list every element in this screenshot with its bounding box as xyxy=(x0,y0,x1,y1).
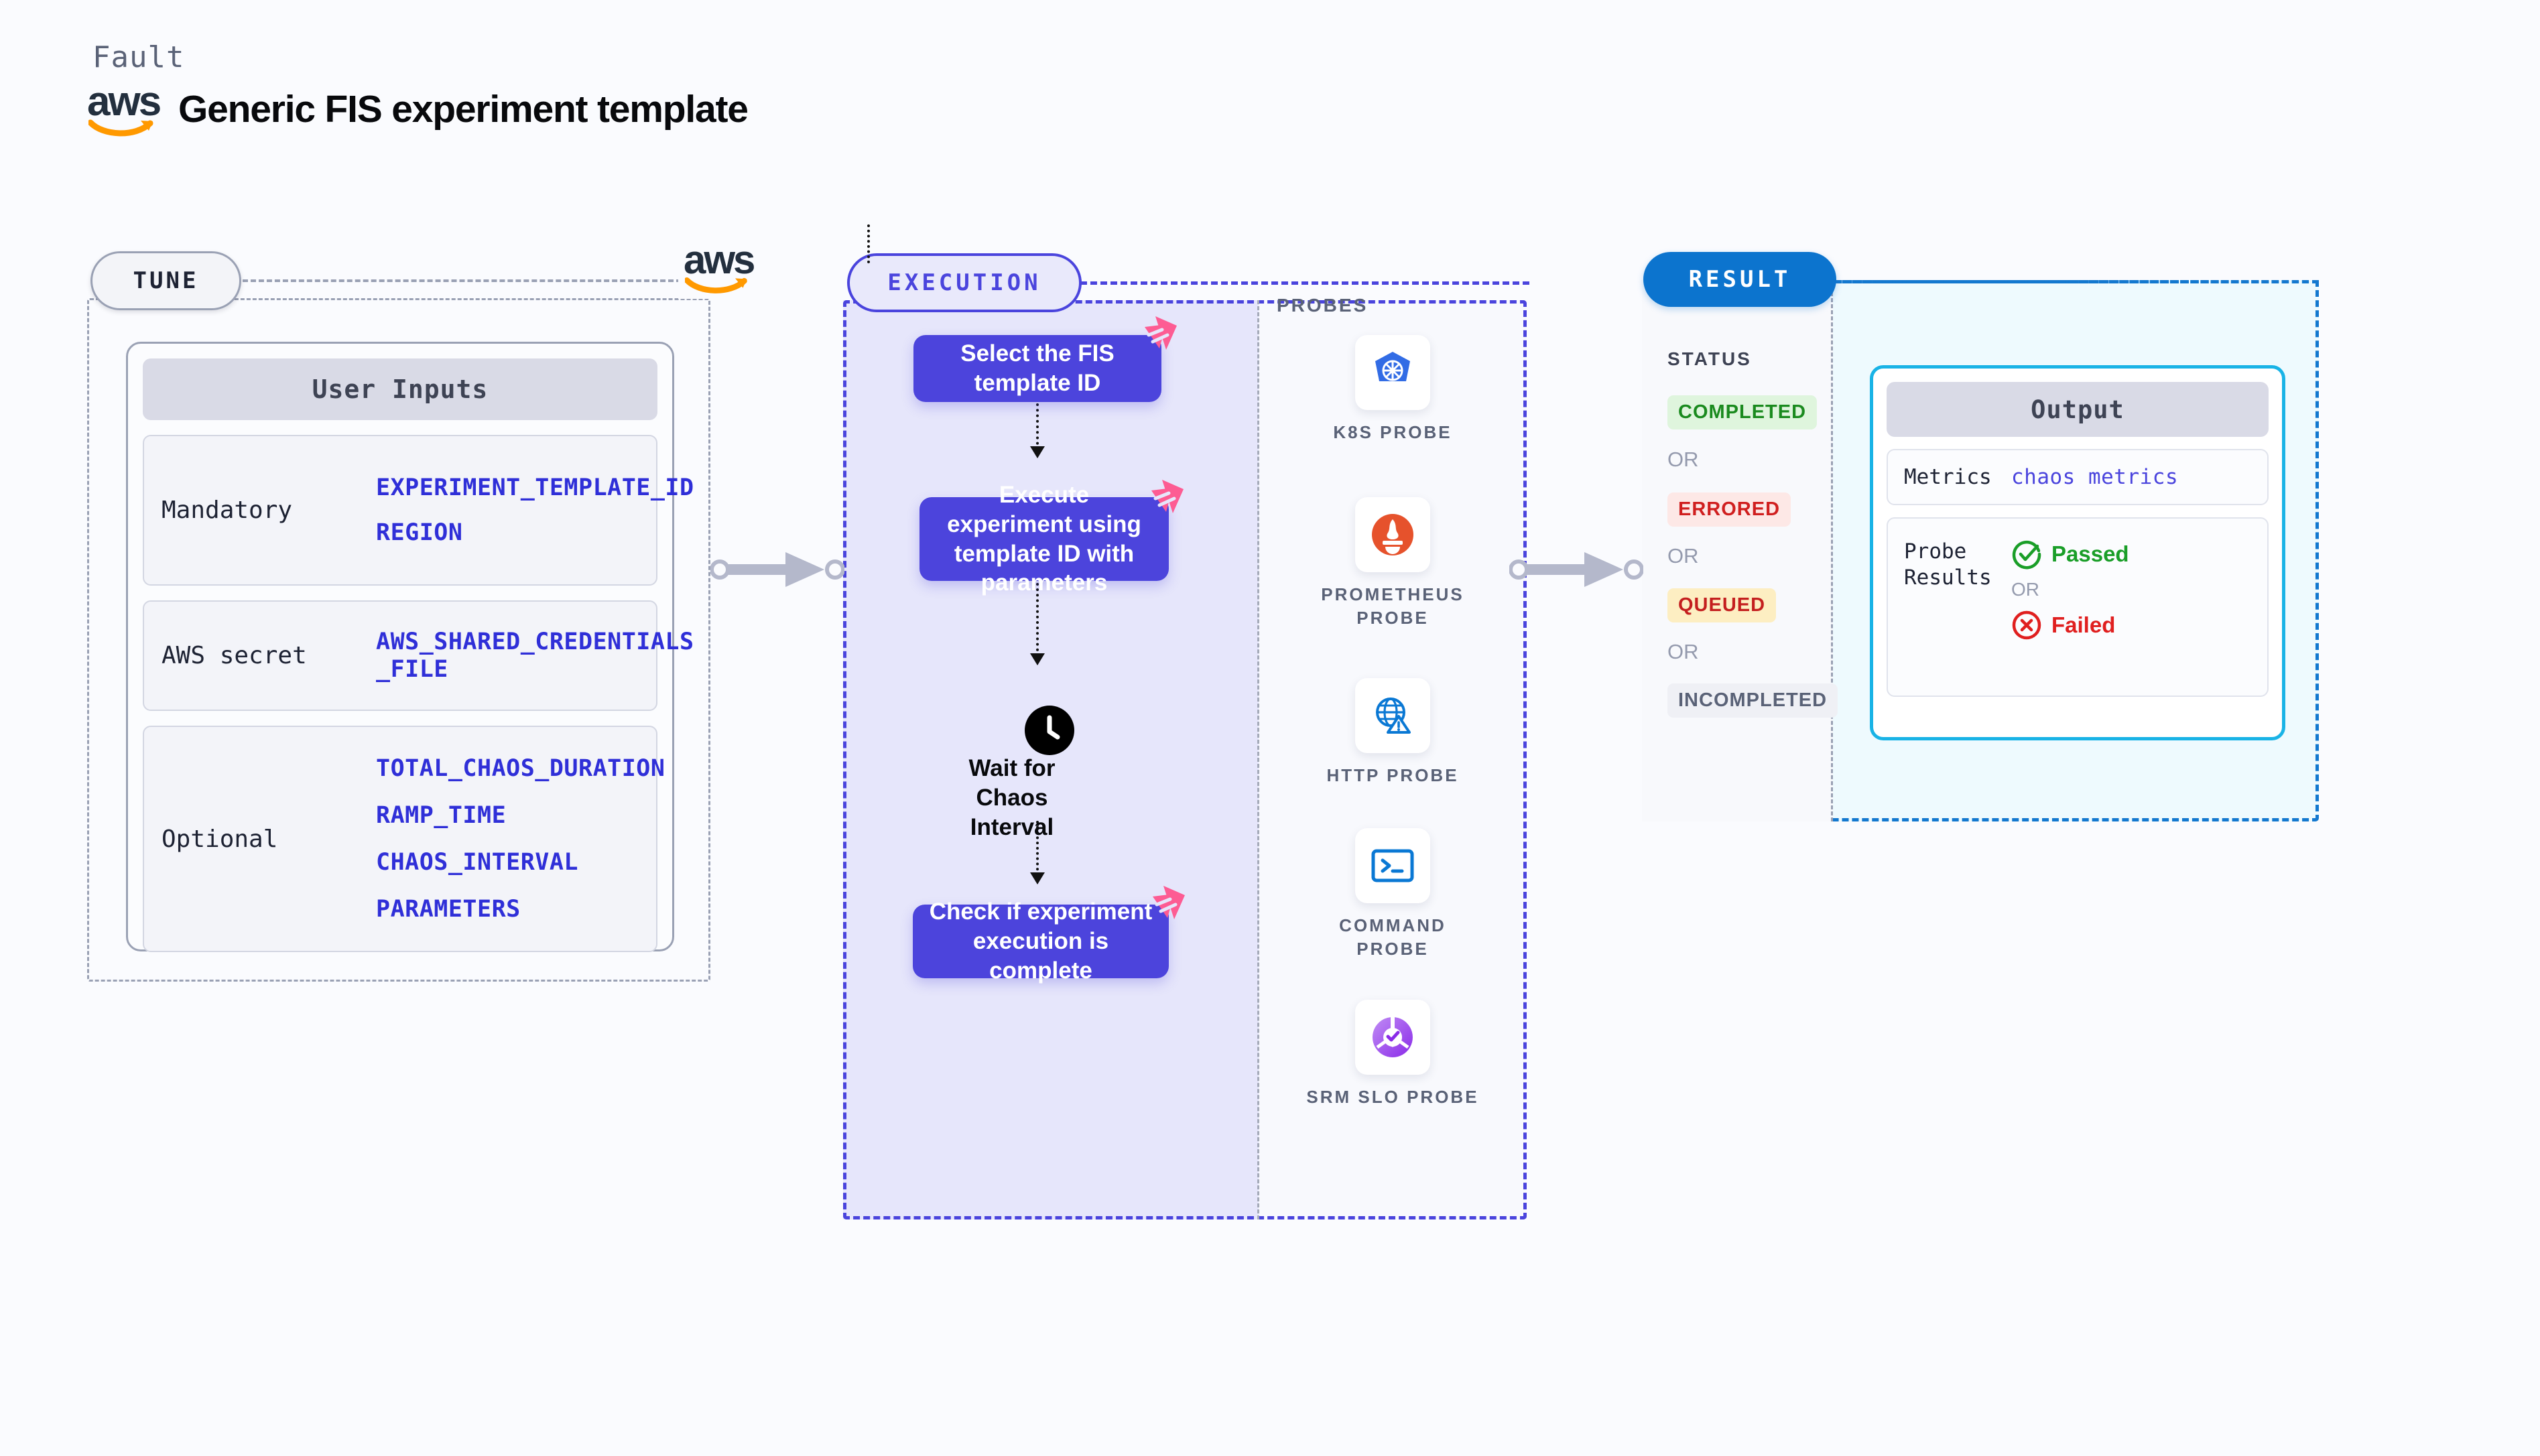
probe-or-label: OR xyxy=(2011,579,2039,600)
var-aws-shared-credentials-file: AWS_SHARED_CREDENTIALS _FILE xyxy=(376,628,694,683)
srm-slo-icon xyxy=(1372,1016,1413,1057)
flow-arrow-1-head xyxy=(1030,446,1045,458)
connector-execution-to-result xyxy=(1509,552,1643,587)
flow-arrow-3 xyxy=(1036,821,1039,876)
probe-prometheus[interactable]: PROMETHEUS PROBE xyxy=(1306,497,1480,630)
aws-smile-icon xyxy=(88,119,153,137)
probe-result-failed: Failed xyxy=(2011,610,2129,641)
probe-result-passed: Passed xyxy=(2011,539,2129,570)
metrics-label: Metrics xyxy=(1904,464,1992,489)
execution-panel xyxy=(843,300,1527,1219)
metrics-row: Metrics chaos metrics xyxy=(1887,449,2269,505)
probe-name-prometheus: PROMETHEUS PROBE xyxy=(1321,584,1464,628)
flow-step-execute-experiment[interactable]: Execute experiment using template ID wit… xyxy=(919,482,1169,596)
aws-secret-row: AWS secret AWS_SHARED_CREDENTIALS _FILE xyxy=(143,600,694,711)
probe-name-k8s: K8S PROBE xyxy=(1333,422,1452,442)
result-badge[interactable]: RESULT xyxy=(1643,252,1836,307)
result-connector-dash xyxy=(1835,280,2319,283)
probe-results-label: Probe Results xyxy=(1904,539,1992,590)
or-label-1: OR xyxy=(1667,448,1699,471)
var-ramp-time: RAMP_TIME xyxy=(376,801,507,829)
aws-mark-icon: aws xyxy=(678,237,759,299)
flow-arrow-2 xyxy=(1036,583,1039,657)
tune-connector-dash xyxy=(243,279,682,282)
aws-logo: aws xyxy=(87,78,162,137)
page-title: Generic FIS experiment template xyxy=(178,88,749,131)
harness-badge-icon xyxy=(1145,316,1177,350)
aws-secret-label: AWS secret xyxy=(162,642,307,669)
probe-tile-k8s xyxy=(1355,335,1430,410)
harness-badge-icon-2 xyxy=(1151,480,1184,513)
probe-command[interactable]: COMMAND PROBE xyxy=(1306,828,1480,961)
var-experiment-template-id: EXPERIMENT_TEMPLATE_ID xyxy=(376,474,694,502)
metrics-value: chaos metrics xyxy=(2011,465,2179,489)
execution-tick-mark xyxy=(867,224,870,263)
tune-badge[interactable]: TUNE xyxy=(90,251,241,310)
output-card: Output Metrics chaos metrics Probe Resul… xyxy=(1870,365,2285,740)
page-header: Fault aws Generic FIS experiment templat… xyxy=(87,40,749,137)
probe-tile-http xyxy=(1355,678,1430,753)
probe-http[interactable]: HTTP PROBE xyxy=(1306,678,1480,787)
user-inputs-title: User Inputs xyxy=(143,358,657,420)
var-region: REGION xyxy=(376,519,463,546)
http-globe-icon xyxy=(1376,698,1411,734)
probe-name-srm-slo: SRM SLO PROBE xyxy=(1306,1087,1479,1107)
flow-arrow-1 xyxy=(1036,403,1039,450)
prometheus-icon xyxy=(1372,514,1413,555)
execution-divider xyxy=(1257,300,1259,1219)
mandatory-row: Mandatory EXPERIMENT_TEMPLATE_ID REGION xyxy=(143,435,694,586)
output-title: Output xyxy=(1887,382,2269,437)
status-label: STATUS xyxy=(1667,348,1752,369)
fault-label: Fault xyxy=(92,40,185,74)
optional-label: Optional xyxy=(162,825,278,853)
or-label-3: OR xyxy=(1667,640,1699,663)
user-inputs-card: User Inputs Mandatory EXPERIMENT_TEMPLAT… xyxy=(126,342,694,952)
tune-panel xyxy=(87,298,710,982)
execution-connector-dash xyxy=(1080,281,1529,285)
probe-tile-command xyxy=(1355,828,1430,903)
passed-label: Passed xyxy=(2051,541,2129,566)
result-status-column xyxy=(1642,280,1833,821)
aws-mark-smile-icon xyxy=(685,277,747,293)
flow-arrow-2-head xyxy=(1030,653,1045,665)
or-label-2: OR xyxy=(1667,544,1699,568)
probe-tile-srm-slo xyxy=(1355,1000,1430,1075)
var-chaos-interval: CHAOS_INTERVAL xyxy=(376,849,579,876)
probe-results-row: Probe Results Passed OR Failed xyxy=(1887,517,2269,697)
var-total-chaos-duration: TOTAL_CHAOS_DURATION xyxy=(376,754,665,782)
execution-badge[interactable]: EXECUTION xyxy=(847,253,1082,312)
probes-label: PROBES xyxy=(1277,295,1369,316)
flow-step-check-complete[interactable]: Check if experiment execution is complet… xyxy=(913,899,1169,984)
terminal-icon xyxy=(1371,849,1414,882)
aws-mark-text: aws xyxy=(684,237,755,282)
probe-name-command: COMMAND PROBE xyxy=(1339,915,1446,959)
aws-logo-text: aws xyxy=(87,78,162,125)
flow-step-select-template[interactable]: Select the FIS template ID xyxy=(913,335,1161,402)
failed-label: Failed xyxy=(2051,612,2116,637)
probe-srm-slo[interactable]: SRM SLO PROBE xyxy=(1306,1000,1480,1109)
wait-for-chaos-interval-label: Wait for Chaos Interval xyxy=(968,755,1056,840)
probe-k8s[interactable]: K8S PROBE xyxy=(1306,335,1480,444)
flow-arrow-3-head xyxy=(1030,872,1045,884)
status-chip-incompleted: INCOMPLETED xyxy=(1667,683,1838,718)
optional-row: Optional TOTAL_CHAOS_DURATION RAMP_TIME … xyxy=(143,726,665,952)
status-chip-queued: QUEUED xyxy=(1667,588,1777,622)
harness-badge-icon-3 xyxy=(1153,886,1185,919)
status-chip-errored: ERRORED xyxy=(1667,492,1791,527)
x-circle-icon xyxy=(2012,610,2041,640)
kubernetes-icon xyxy=(1375,352,1410,381)
check-circle-icon xyxy=(2012,540,2041,570)
probe-tile-prometheus xyxy=(1355,497,1430,572)
var-parameters: PARAMETERS xyxy=(376,896,521,923)
status-chip-completed: COMPLETED xyxy=(1667,395,1818,429)
clock-icon xyxy=(1025,706,1074,755)
connector-tune-to-execution xyxy=(710,552,844,587)
probe-name-http: HTTP PROBE xyxy=(1326,765,1459,785)
execution-flow-region xyxy=(843,300,1259,1219)
mandatory-label: Mandatory xyxy=(162,497,293,524)
